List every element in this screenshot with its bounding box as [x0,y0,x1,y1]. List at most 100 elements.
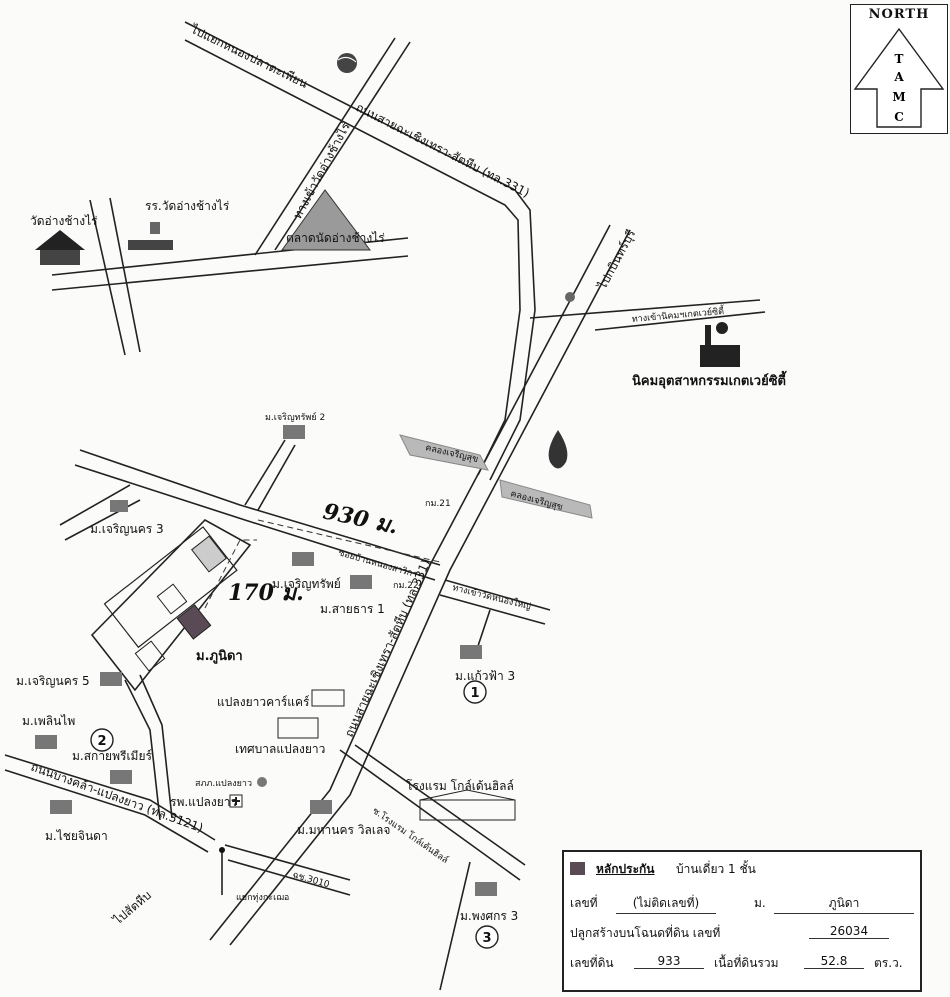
road-chs3010 [224,844,351,881]
village-icon-chaicharoen [50,800,72,814]
market-triangle [281,189,371,251]
svg-text:A: A [893,70,904,84]
village-icon-charoennakhon3 [110,500,128,512]
gas-station-icon [548,430,568,469]
village-icon-kaewfa [460,645,482,659]
road-chs3010-edge [227,859,351,896]
label-thungkrathi: แยกทุ่งกะเฌอ [236,893,289,903]
road-estate-edge [594,311,766,331]
phunida-outline [90,519,252,692]
label-phunida: ม.ภูนิดา [196,649,243,664]
label-market: ตลาดนัดอ่างช้างไร่ [286,231,385,245]
phunida-subject-lot [176,604,212,640]
info-title: หลักประกัน [596,862,655,876]
school-icon [128,222,173,250]
village-icon-sakai [110,770,132,784]
info-unit: ตร.ว. [874,956,903,970]
phunida-lot [156,583,188,615]
svg-text:M: M [892,90,905,104]
svg-text:T: T [895,52,904,66]
north-arrow-icon: T A M C [853,27,945,128]
phunida-shaded-lot [191,535,227,573]
road-wat-nong-yai-edge [439,594,546,625]
info-no-label: เลขที่ [570,896,598,910]
road-left-vertical [89,199,126,356]
label-estate: นิคมอุตสาหกรรมเกตเวย์ซิตี้ [632,370,787,389]
label-hospital: รพ.แปลงยาว [170,795,237,809]
hospital-cross-icon [229,794,243,808]
label-sakaiprimier: ม.สกายพรีเมียร์ [72,749,152,763]
info-area-value: 52.8 [804,954,864,969]
signal-icon [565,292,575,302]
distance-930-line [257,519,441,563]
info-no-row: เลขที่ (ไม่ติดเลขที่) ม. ภูนิดา [564,892,920,914]
canal-upper [399,434,489,471]
road-bangkla-edge [4,769,209,853]
label-carcare: แปลงยาวคาร์แคร์ [217,695,310,709]
info-deed-row: ปลูกสร้างบนโฉนดที่ดิน เลขที่ 26034 [564,922,920,944]
label-road-331-top: ถนนสายฉะเชิงเทรา-สัตหีบ (ทล.331) [354,100,532,200]
road-charoensap2-edge [257,444,296,511]
info-no-value: (ไม่ติดเลขที่) [616,894,716,914]
info-land-row: เลขที่ดิน 933 เนื้อที่ดินรวม 52.8 ตร.ว. [564,952,920,974]
police-icon [257,777,267,787]
info-moo-value: ภูนิดา [774,894,914,914]
phunida-strip [103,526,238,649]
info-title-row: หลักประกัน บ้านเดี่ยว 1 ชั้น [564,858,920,880]
road-wat-ang [254,37,396,256]
road-nong-pla-edge [184,39,521,476]
north-arrow-box: NORTH T A M C [850,4,948,134]
road-bangkla [4,754,216,841]
village-icon-ploenphai [35,735,57,749]
marker-3: 3 [475,925,499,949]
municipality-icon [277,717,319,739]
info-moo-label: ม. [754,896,766,910]
label-charoennakhon5: ม.เจริญนคร 5 [16,674,90,688]
label-road-soi-ban: ซอยบ้านหนองสาริกา [337,547,418,580]
road-soi-ban-edge [74,464,436,581]
phunida-lot-lower [134,640,166,672]
label-phongsak3: ม.พงศกร 3 [460,909,518,923]
label-wat: วัดอ่างช้างไร่ [30,214,98,228]
info-deed-label: ปลูกสร้างบนโฉนดที่ดิน เลขที่ [570,926,721,940]
road-wat-ang-edge [274,41,411,251]
carcare-icon [311,689,345,707]
marker-2: 2 [90,728,114,752]
svg-text:3: 3 [482,931,491,946]
hotel-building-icon [419,789,516,821]
road-nong-pla [184,21,536,481]
road-charoennakhon3 [59,484,131,526]
label-charoensap2: ม.เจริญทรัพย์ 2 [265,411,325,423]
distance-170-line [204,539,257,609]
road-left-vertical-edge [109,197,141,353]
temple-icon [35,230,85,265]
info-land-value: 933 [634,954,704,969]
label-charoensap: ม.เจริญทรัพย์ [272,577,341,591]
road-331-main-edge [229,229,631,946]
marker-1: 1 [463,680,487,704]
svg-text:2: 2 [97,734,106,749]
globe-icon [337,53,357,73]
village-icon-mahanakhon [310,800,332,814]
info-type: บ้านเดี่ยว 1 ชั้น [676,862,756,876]
label-ploenphai: ม.เพลินไพ [22,714,75,728]
village-icon-charoensap [292,552,314,566]
label-mahanakhon: ม.มหานคร วิลเลจ [297,823,390,837]
label-hotel: โรงแรม โกล์เด้นฮิลล์ [406,779,514,793]
thungkrathi-dot [219,847,225,853]
village-icon-phongsak [475,882,497,896]
label-km21: กม.21 [425,499,451,509]
svg-text:1: 1 [470,686,479,701]
label-municipality: เทศบาลแปลงยาว [235,742,325,756]
label-km22: กม.22 [393,581,419,591]
road-phongsak [439,861,471,991]
distance-170-label: 170 ม. [228,580,304,606]
label-saithan1: ม.สายธาร 1 [320,602,385,616]
label-chaicharoen: ม.ไชยจินดา [45,829,108,843]
subject-legend-swatch [570,862,585,875]
road-estate [529,299,761,319]
label-school: รร.วัดอ่างช้างไร่ [145,199,230,213]
road-331-main [209,224,611,941]
label-charoennakhon3: ม.เจริญนคร 3 [90,522,164,536]
collateral-info-box: หลักประกัน บ้านเดี่ยว 1 ชั้น เลขที่ (ไม่… [562,850,922,992]
